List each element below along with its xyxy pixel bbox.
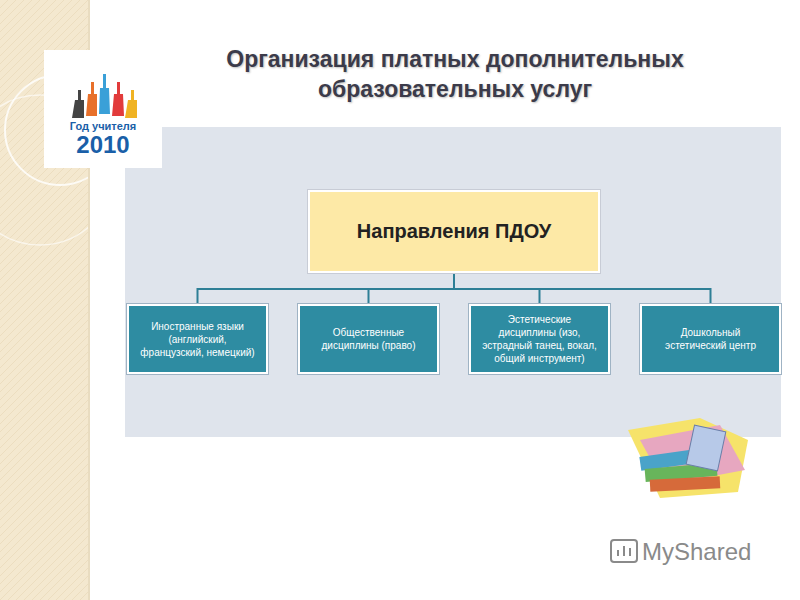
node-text: Дошкольный эстетический центр: [650, 326, 771, 352]
category-box: Иностранные языки (английский, французск…: [127, 304, 268, 374]
node-text: Общественные дисциплины (право): [308, 326, 429, 352]
tree-connector: [198, 274, 455, 303]
node-text: Эстетические дисциплины (изо, эстрадный …: [479, 313, 600, 365]
category-box: Общественные дисциплины (право): [298, 304, 439, 374]
watermark: MyShared: [642, 538, 782, 566]
node-text: Иностранные языки (английский, французск…: [137, 320, 258, 359]
tree-connector: [454, 274, 711, 303]
category-box: Эстетические дисциплины (изо, эстрадный …: [469, 304, 610, 374]
tree-connector: [369, 274, 455, 303]
slide-title: Организация платных дополнительных образ…: [180, 44, 730, 104]
root-box: Направления ПДОУ: [308, 190, 600, 273]
node-text: Направления ПДОУ: [357, 220, 551, 243]
logo-caption: Год учителя: [44, 120, 162, 132]
logo-year: 2010: [44, 132, 162, 158]
category-box: Дошкольный эстетический центр: [640, 304, 781, 374]
